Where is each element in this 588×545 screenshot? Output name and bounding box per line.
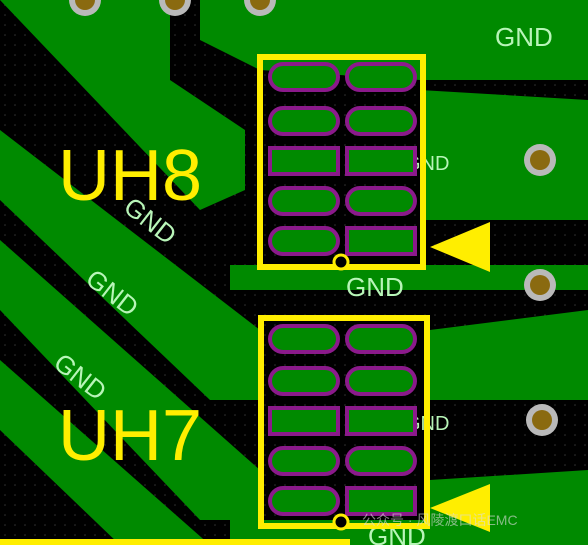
pad [345,324,417,354]
via [75,0,95,10]
copper-pour-right-mid [430,310,588,400]
pad [345,62,417,92]
pad [268,324,340,354]
uh7-pin1-notch [332,513,350,531]
via [530,275,550,295]
pad [268,446,340,476]
copper-pour-right-upper [420,90,588,220]
pad [345,486,417,516]
pad [268,146,340,176]
pad [268,62,340,92]
via [250,0,270,10]
pad [268,406,340,436]
watermark-text: 公众号 · 风陵渡口话EMC [362,512,518,528]
copper-band-1 [0,130,260,400]
uh7-pin1-marker-icon [430,484,490,532]
uh8-pin1-marker-icon [430,222,490,272]
pad [268,226,340,256]
vias [69,0,558,436]
uh8-pin1-notch [332,253,350,271]
pad [268,366,340,396]
pad [345,186,417,216]
copper-pour-left [0,0,245,210]
pad [268,486,340,516]
pad [345,446,417,476]
pad [268,106,340,136]
uh7-pads [268,324,417,516]
copper-band-2 [0,240,260,520]
uh8-pads [268,62,417,256]
pad [345,106,417,136]
pad [345,146,417,176]
uh7-designator: UH7 [58,396,202,476]
pad [345,226,417,256]
via [532,410,552,430]
net-label-gnd: GND [495,22,553,52]
copper-trace-upper [230,265,588,290]
component-uh8[interactable]: UH8 [58,54,490,272]
pad [345,366,417,396]
copper-band-3 [0,360,210,545]
net-label-gnd: GND [346,272,404,302]
pad [345,406,417,436]
uh8-designator: UH8 [58,136,202,216]
component-uh7[interactable]: UH7 [58,315,490,532]
pad [268,186,340,216]
via [530,150,550,170]
via [165,0,185,10]
